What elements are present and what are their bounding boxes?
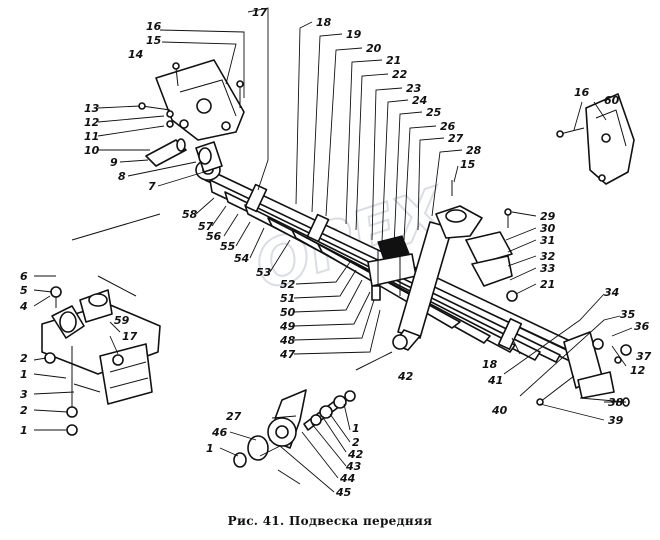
callout-57: 57 xyxy=(198,220,214,233)
callout-42: 42 xyxy=(347,448,364,461)
callout-21-top: 21 xyxy=(386,54,401,67)
callout-24: 24 xyxy=(412,94,427,107)
callout-53: 53 xyxy=(256,266,272,279)
rubber-buffer xyxy=(451,180,518,302)
callout-4: 4 xyxy=(19,300,28,313)
callout-38: 38 xyxy=(608,396,624,409)
front-end-detail xyxy=(41,213,161,436)
callout-36: 36 xyxy=(634,320,650,333)
callout-12: 12 xyxy=(84,116,100,129)
spring-pin xyxy=(145,138,223,173)
shock-absorber xyxy=(392,205,483,351)
callout-60: 60 xyxy=(604,94,620,107)
callout-55: 55 xyxy=(220,240,236,253)
callout-10: 10 xyxy=(84,144,100,157)
callout-1: 1 xyxy=(20,368,28,381)
callout-46: 46 xyxy=(211,426,228,439)
callout-18-bottom: 18 xyxy=(482,358,498,371)
rear-bracket-60 xyxy=(556,93,635,185)
callout-47: 47 xyxy=(279,348,296,361)
callout-20: 20 xyxy=(366,42,382,55)
callout-35: 35 xyxy=(620,308,636,321)
callout-43: 43 xyxy=(345,460,362,473)
callout-30: 30 xyxy=(540,222,556,235)
callout-1-right: 1 xyxy=(352,422,360,435)
callout-39: 39 xyxy=(608,414,624,427)
callout-33: 33 xyxy=(540,262,556,275)
callout-6: 6 xyxy=(20,270,28,283)
callout-27-bottom: 27 xyxy=(226,410,242,423)
callout-17: 17 xyxy=(252,6,268,19)
callout-15-mid: 15 xyxy=(460,158,476,171)
front-bracket xyxy=(138,59,245,141)
callout-51: 51 xyxy=(280,292,295,305)
callout-labels: 17 18 19 20 21 22 23 24 25 26 27 28 15 1… xyxy=(19,6,652,499)
callout-5: 5 xyxy=(20,284,28,297)
callout-14: 14 xyxy=(128,48,143,61)
callout-37: 37 xyxy=(636,350,652,363)
callout-50: 50 xyxy=(280,306,296,319)
callout-54: 54 xyxy=(234,252,249,265)
figure-caption: Рис. 41. Подвеска передняя xyxy=(227,514,433,528)
callout-27: 27 xyxy=(448,132,464,145)
callout-15: 15 xyxy=(146,34,162,47)
callout-23: 23 xyxy=(406,82,422,95)
callout-11: 11 xyxy=(84,130,99,143)
callout-13: 13 xyxy=(84,102,100,115)
callout-12-right: 12 xyxy=(630,364,646,377)
callout-34: 34 xyxy=(604,286,619,299)
callout-41: 41 xyxy=(487,374,503,387)
callout-2: 2 xyxy=(20,352,28,365)
callout-52: 52 xyxy=(280,278,296,291)
callout-16-right: 16 xyxy=(574,86,590,99)
callout-2-right: 2 xyxy=(352,436,360,449)
callout-19: 19 xyxy=(346,28,362,41)
leader-lines xyxy=(33,7,633,493)
callout-8: 8 xyxy=(118,170,126,183)
callout-2-lower: 2 xyxy=(20,404,28,417)
callout-25: 25 xyxy=(426,106,442,119)
callout-45: 45 xyxy=(335,486,352,499)
callout-28: 28 xyxy=(466,144,482,157)
callout-1-lower: 1 xyxy=(20,424,28,437)
callout-16: 16 xyxy=(146,20,162,33)
rear-shackle xyxy=(536,331,632,407)
callout-29: 29 xyxy=(540,210,556,223)
callout-9: 9 xyxy=(110,156,118,169)
callout-44: 44 xyxy=(339,472,355,485)
callout-3: 3 xyxy=(20,388,28,401)
callout-21: 21 xyxy=(540,278,555,291)
callout-56: 56 xyxy=(206,230,222,243)
callout-31: 31 xyxy=(540,234,555,247)
shock-mount-detail xyxy=(233,351,393,485)
callout-22: 22 xyxy=(392,68,408,81)
callout-26: 26 xyxy=(440,120,456,133)
callout-42-mid: 42 xyxy=(397,370,414,383)
callout-59: 59 xyxy=(114,314,130,327)
callout-49: 49 xyxy=(279,320,296,333)
callout-17-left: 17 xyxy=(122,330,138,343)
callout-1-bottom: 1 xyxy=(206,442,214,455)
callout-7: 7 xyxy=(148,180,156,193)
callout-40: 40 xyxy=(491,404,508,417)
callout-18: 18 xyxy=(316,16,332,29)
callout-32: 32 xyxy=(540,250,556,263)
callout-58: 58 xyxy=(182,208,198,221)
callout-48: 48 xyxy=(279,334,296,347)
